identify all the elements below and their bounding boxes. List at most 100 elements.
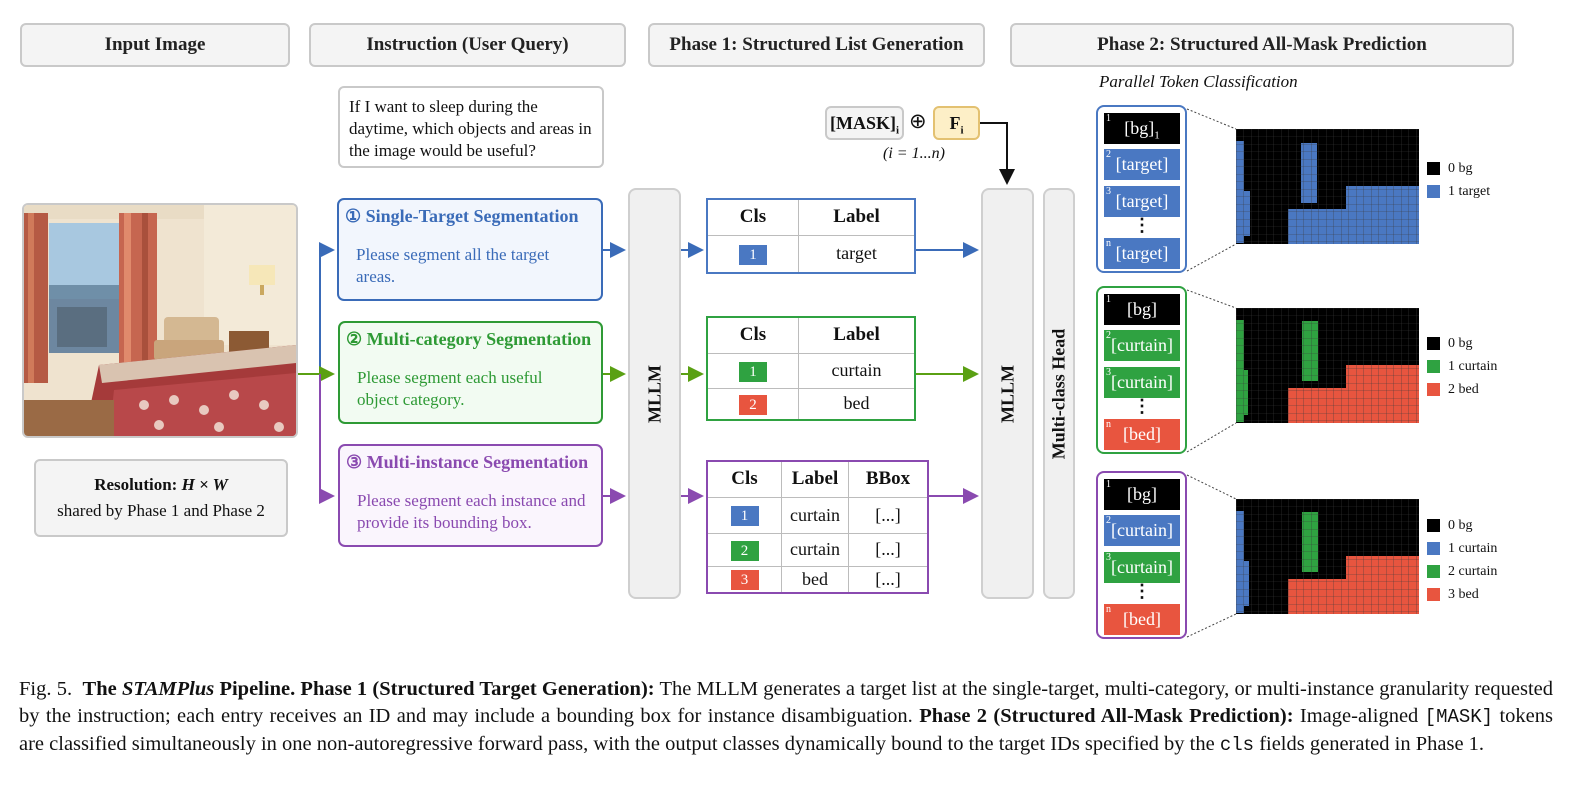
figure-caption: Fig. 5. The STAMPlus Pipeline. Phase 1 (… (19, 676, 1553, 759)
token-bg: 1[bg]1 (1104, 113, 1180, 144)
cls-badge: 1 (739, 244, 767, 265)
col-header: Cls (706, 198, 799, 236)
resolution-box: Resolution: H × W shared by Phase 1 and … (34, 459, 288, 537)
feature-box: Fi (933, 106, 980, 140)
legend-item: 0 bg (1427, 332, 1497, 355)
caption-body3: tokens are classified simultaneously in … (19, 705, 1553, 755)
caption-body2: Image-aligned (1293, 705, 1425, 727)
caption-title-c: Pipeline. Phase 1 (Structured Target Gen… (214, 678, 655, 700)
mask-grid-category (1236, 308, 1419, 423)
token-curtain: 3[curtain] (1104, 552, 1180, 583)
mask-grid-single (1236, 129, 1419, 244)
cls-badge: 1 (730, 506, 759, 526)
task-box-single-target: ① Single-Target Segmentation Please segm… (337, 198, 603, 301)
mask-grid-instance (1236, 499, 1419, 614)
caption-title-a: The (82, 678, 122, 700)
task-title: ② Multi-category Segmentation (346, 329, 592, 349)
header-phase1: Phase 1: Structured List Generation (648, 23, 985, 67)
header-phase2: Phase 2: Structured All-Mask Prediction (1010, 23, 1514, 67)
table-row: 2 curtain[...] (706, 532, 929, 567)
vertical-ellipsis-icon: ⋮ (1133, 215, 1151, 235)
token-bed: n[bed] (1104, 419, 1180, 450)
cls-badge: 3 (730, 570, 759, 591)
legend-category: 0 bg 1 curtain 2 bed (1427, 332, 1497, 401)
vertical-ellipsis-icon: ⋮ (1133, 396, 1151, 416)
label-cell: target (798, 234, 916, 274)
vertical-ellipsis-icon: ⋮ (1133, 581, 1151, 601)
token-column-instance: 1[bg] 2[curtain] 3[curtain] ⋮ n[bed] (1096, 471, 1187, 639)
task-text: Please segment all the target areas. (356, 245, 550, 286)
arrow-feature-mllm2 (980, 122, 1015, 185)
legend-item: 1 target (1427, 180, 1490, 203)
table-row: 1 target (706, 234, 916, 274)
token-column-category: 1[bg] 2[curtain] 3[curtain] ⋮ n[bed] (1096, 286, 1187, 454)
token-bed: n[bed] (1104, 604, 1180, 635)
task-box-multi-category: ② Multi-category Segmentation Please seg… (338, 321, 603, 424)
caption-title-b: STAMPlus (121, 678, 215, 700)
resolution-prefix: Resolution: (94, 475, 182, 494)
token-target: n[target] (1104, 238, 1180, 269)
mask-token-sub: i (895, 124, 900, 137)
col-header: Label (798, 316, 916, 354)
feature-sub: i (960, 124, 964, 137)
multi-class-head: Multi-class Head (1043, 188, 1075, 599)
mllm-block-phase2: MLLM (981, 188, 1034, 599)
legend-item: 3 bed (1427, 583, 1497, 606)
token-curtain: 2[curtain] (1104, 330, 1180, 361)
caption-bold2: Phase 2 (Structured All-Mask Prediction)… (919, 705, 1294, 727)
mask-token-text: [MASK] (829, 113, 896, 133)
caption-body4: fields generated in Phase 1. (1254, 733, 1485, 755)
resolution-value: H × W (181, 475, 228, 494)
col-header: Label (798, 198, 916, 236)
token-column-single: 1[bg]1 2[target] 3[target] ⋮ n[target] (1096, 105, 1187, 273)
index-range: (i = 1...n) (883, 145, 945, 162)
col-header: Label (781, 460, 849, 498)
cls-badge: 2 (739, 394, 767, 415)
token-bg: 1[bg] (1104, 294, 1180, 325)
bbox-cell: [...] (848, 532, 929, 567)
task-box-multi-instance: ③ Multi-instance Segmentation Please seg… (338, 444, 603, 547)
header-input-image: Input Image (20, 23, 290, 67)
dashed-connectors (1186, 108, 1237, 638)
token-bg: 1[bg] (1104, 479, 1180, 510)
label-cell: curtain (781, 532, 849, 567)
cls-badge: 1 (739, 361, 767, 382)
arrow-image-to-tasks (298, 242, 335, 504)
task-text: Please segment each useful object catego… (357, 368, 543, 409)
token-curtain: 2[curtain] (1104, 515, 1180, 546)
legend-item: 1 curtain (1427, 537, 1497, 560)
cls-badge: 2 (730, 540, 759, 561)
resolution-sub: shared by Phase 1 and Phase 2 (57, 501, 265, 520)
legend-item: 0 bg (1427, 514, 1497, 537)
feature-text: F (949, 113, 961, 133)
legend-instance: 0 bg 1 curtain 2 curtain 3 bed (1427, 514, 1497, 606)
header-instruction: Instruction (User Query) (309, 23, 626, 67)
oplus-symbol: ⊕ (909, 109, 927, 133)
mllm-block-phase1: MLLM (628, 188, 681, 599)
task-title: ① Single-Target Segmentation (345, 206, 579, 226)
table-row: 2 bed (706, 387, 916, 421)
query-text: If I want to sleep during the daytime, w… (349, 97, 592, 160)
input-image (22, 203, 298, 438)
caption-mono1: [MASK] (1424, 706, 1494, 728)
label-cell: bed (798, 387, 916, 421)
hotel-room-photo (24, 205, 296, 436)
legend-item: 0 bg (1427, 157, 1490, 180)
token-target: 3[target] (1104, 186, 1180, 217)
col-header: Cls (706, 460, 782, 498)
legend-item: 1 curtain (1427, 355, 1497, 378)
task-text: Please segment each instance and provide… (357, 491, 586, 532)
mask-token-box: [MASK]i (825, 106, 904, 140)
token-curtain: 3[curtain] (1104, 367, 1180, 398)
query-box: If I want to sleep during the daytime, w… (338, 86, 604, 168)
parallel-token-label: Parallel Token Classification (1099, 72, 1298, 91)
caption-body1: The MLLM generates a target list at the … (19, 678, 1553, 727)
legend-item: 2 bed (1427, 378, 1497, 401)
